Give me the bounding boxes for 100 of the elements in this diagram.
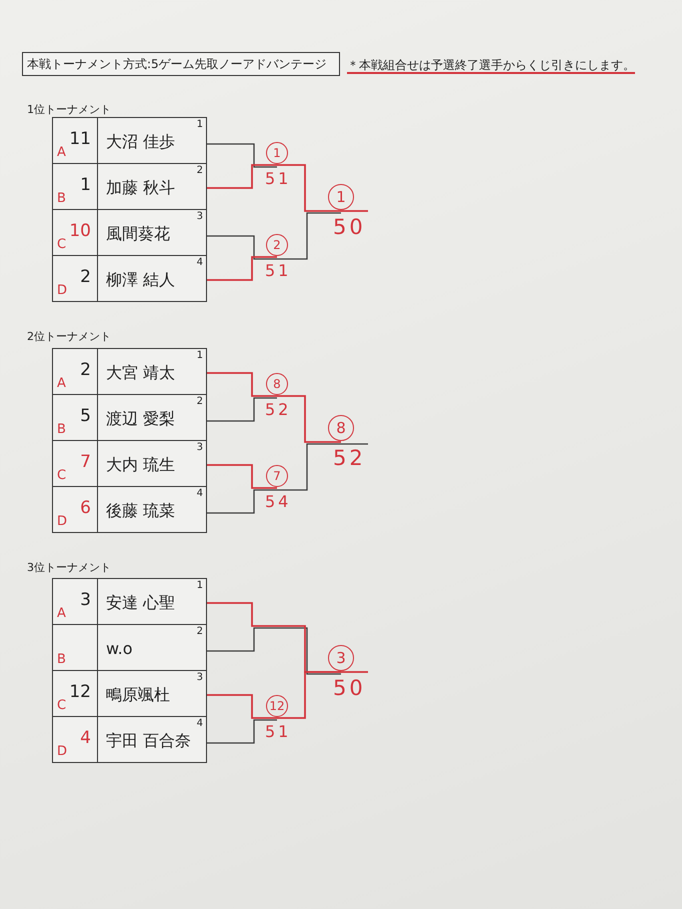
bracket-line bbox=[207, 627, 341, 675]
player-name: 大沼 佳歩 bbox=[106, 133, 176, 151]
entry-cell bbox=[52, 486, 98, 533]
section-heading: 1位トーナメント bbox=[27, 102, 111, 117]
player-name: 大宮 靖太 bbox=[106, 364, 176, 382]
seed-number: 1 bbox=[196, 581, 203, 591]
position-letter: C bbox=[57, 238, 66, 251]
seed-number: 2 bbox=[196, 166, 203, 176]
bracket-line bbox=[207, 464, 277, 489]
seed-number: 2 bbox=[196, 627, 203, 637]
entry-cell bbox=[52, 440, 98, 487]
score-text: 51 bbox=[265, 724, 292, 740]
player-cell bbox=[97, 348, 207, 395]
seed-number: 2 bbox=[196, 397, 203, 407]
player-cell bbox=[97, 117, 207, 164]
bracket-line bbox=[207, 719, 277, 744]
entry-cell bbox=[52, 394, 98, 441]
bracket-line bbox=[207, 256, 277, 281]
player-cell bbox=[97, 255, 207, 302]
bracket-line bbox=[277, 164, 341, 212]
seed-number: 4 bbox=[196, 489, 203, 499]
bracket-line bbox=[207, 143, 277, 168]
entry-number: 10 bbox=[69, 223, 91, 240]
entry-cell bbox=[52, 670, 98, 717]
entry-number: 2 bbox=[80, 269, 91, 286]
position-letter: A bbox=[57, 146, 66, 159]
entry-cell bbox=[52, 117, 98, 164]
player-name: 柳澤 結人 bbox=[106, 271, 176, 289]
entry-number: 11 bbox=[69, 131, 91, 148]
position-letter: C bbox=[57, 469, 66, 482]
player-name: w.o bbox=[106, 640, 132, 658]
circled-winner-number: 1 bbox=[328, 184, 354, 210]
entry-number: 1 bbox=[80, 177, 91, 194]
player-cell bbox=[97, 486, 207, 533]
bracket-line bbox=[341, 671, 368, 673]
entry-number: 12 bbox=[69, 684, 91, 701]
position-letter: A bbox=[57, 607, 66, 620]
bracket-line bbox=[207, 164, 277, 189]
score-text: 50 bbox=[333, 678, 366, 699]
position-letter: D bbox=[57, 284, 68, 297]
score-text: 51 bbox=[265, 171, 292, 187]
seed-number: 4 bbox=[196, 719, 203, 729]
position-letter: C bbox=[57, 699, 66, 712]
circled-winner-number: 3 bbox=[328, 645, 354, 671]
bracket-line bbox=[207, 235, 277, 260]
score-text: 54 bbox=[265, 494, 292, 510]
seed-number: 1 bbox=[196, 120, 203, 130]
player-cell bbox=[97, 624, 207, 671]
entry-number: 3 bbox=[80, 592, 91, 609]
player-cell bbox=[97, 163, 207, 210]
bracket-line bbox=[207, 397, 277, 422]
player-cell bbox=[97, 394, 207, 441]
entry-number: 5 bbox=[80, 408, 91, 425]
score-text: 52 bbox=[265, 402, 292, 418]
player-name: 渡辺 愛梨 bbox=[106, 410, 176, 428]
player-name: 大内 琉生 bbox=[106, 456, 176, 474]
entry-cell bbox=[52, 716, 98, 763]
position-letter: D bbox=[57, 745, 68, 758]
circled-winner-number: 8 bbox=[266, 373, 288, 395]
position-letter: D bbox=[57, 515, 68, 528]
bracket-line bbox=[277, 443, 341, 491]
player-cell bbox=[97, 716, 207, 763]
entry-cell bbox=[52, 624, 98, 671]
position-letter: B bbox=[57, 192, 66, 205]
circled-winner-number: 2 bbox=[266, 234, 288, 256]
entry-number: 4 bbox=[80, 730, 91, 747]
entry-cell bbox=[52, 209, 98, 256]
title-box: 本戦トーナメント方式:5ゲーム先取ノーアドバンテージ bbox=[22, 52, 340, 76]
player-name: 宇田 百合奈 bbox=[106, 732, 192, 750]
entry-number: 7 bbox=[80, 454, 91, 471]
bracket-line bbox=[277, 671, 341, 719]
entry-cell bbox=[52, 163, 98, 210]
circled-winner-number: 7 bbox=[266, 465, 288, 487]
circled-winner-number: 12 bbox=[266, 695, 288, 717]
player-name: 鴫原颯杜 bbox=[106, 686, 170, 704]
player-cell bbox=[97, 209, 207, 256]
score-text: 51 bbox=[265, 263, 292, 279]
score-text: 50 bbox=[333, 217, 366, 238]
circled-winner-number: 1 bbox=[266, 142, 288, 164]
bracket-line bbox=[341, 443, 368, 445]
player-name: 後藤 琉菜 bbox=[106, 502, 176, 520]
position-letter: B bbox=[57, 423, 66, 436]
bracket-line bbox=[277, 395, 341, 443]
score-text: 52 bbox=[333, 448, 366, 469]
section-heading: 2位トーナメント bbox=[27, 329, 111, 344]
note-text: ＊本戦組合せは予選終了選手からくじ引きにします。 bbox=[347, 57, 635, 73]
bracket-line bbox=[207, 694, 277, 719]
position-letter: A bbox=[57, 377, 66, 390]
seed-number: 3 bbox=[196, 212, 203, 222]
seed-number: 1 bbox=[196, 351, 203, 361]
bracket-line bbox=[207, 372, 277, 397]
player-cell bbox=[97, 440, 207, 487]
bracket-line bbox=[207, 489, 277, 514]
entry-cell bbox=[52, 578, 98, 625]
bracket-line bbox=[277, 212, 341, 260]
player-cell bbox=[97, 578, 207, 625]
player-name: 加藤 秋斗 bbox=[106, 179, 176, 197]
entry-cell bbox=[52, 348, 98, 395]
seed-number: 3 bbox=[196, 673, 203, 683]
bracket-line bbox=[341, 210, 368, 212]
